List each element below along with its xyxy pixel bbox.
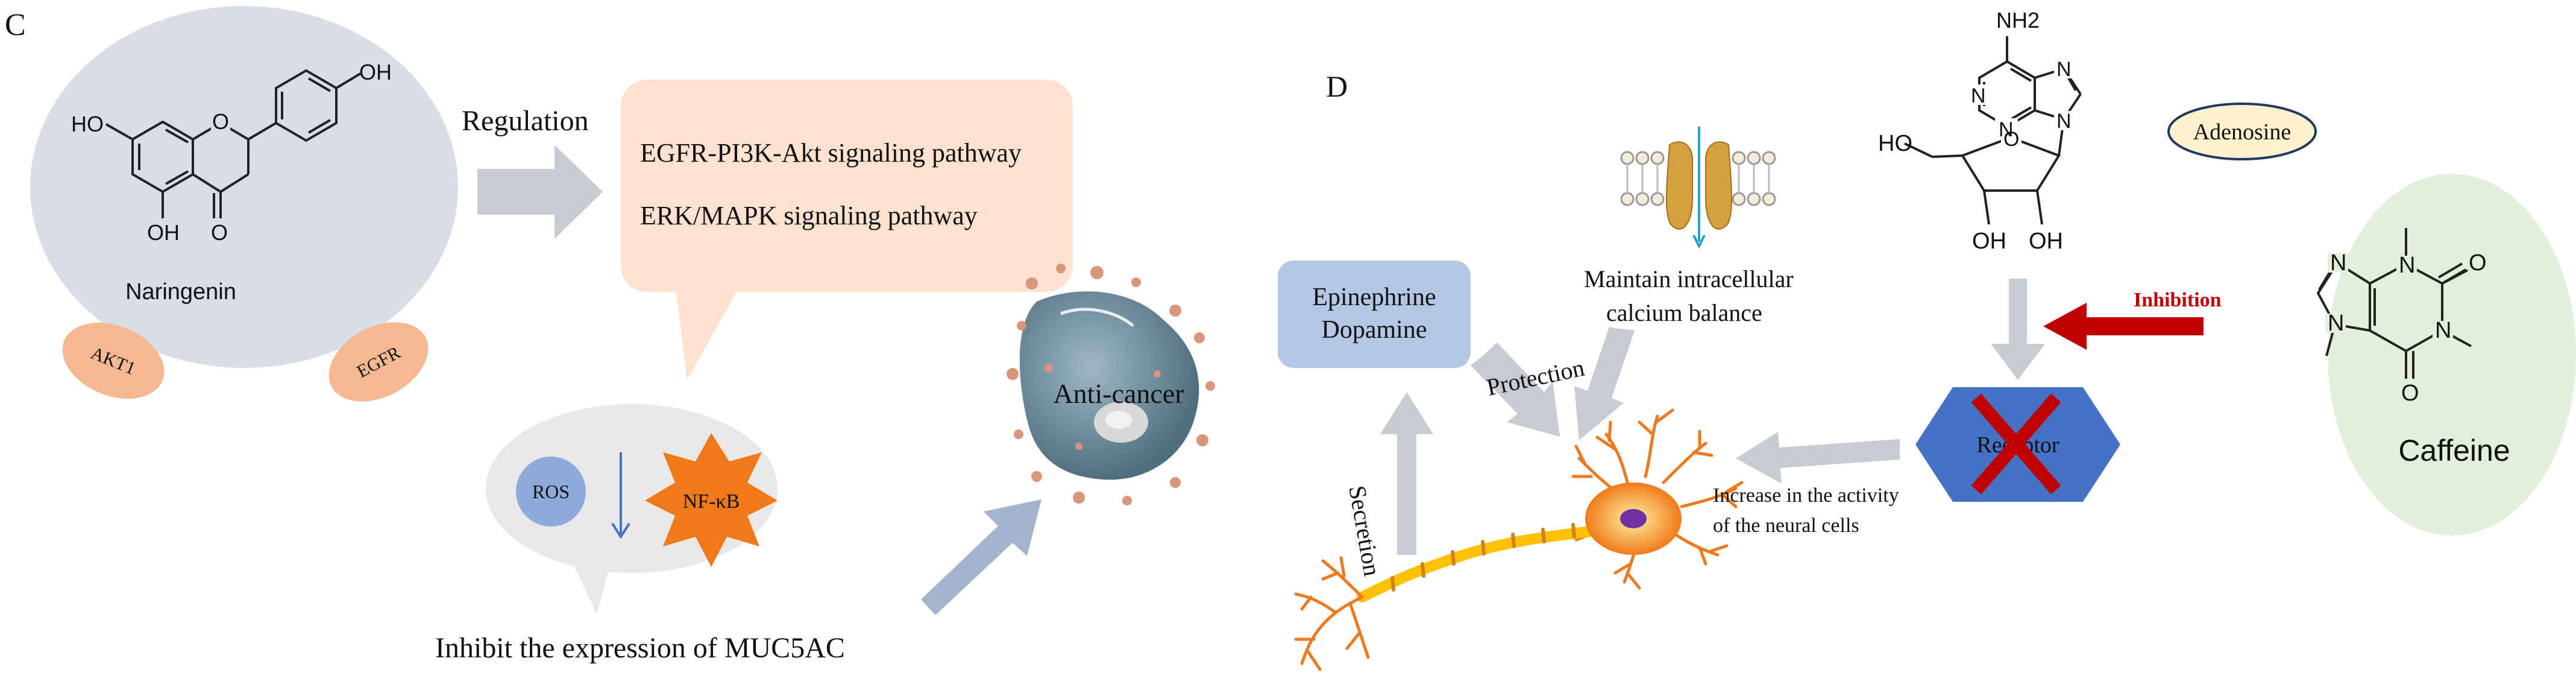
anti-cancer-label: Anti-cancer (1053, 378, 1184, 409)
adenosine-ho: HO (1878, 131, 1912, 156)
inhibit-muc5ac-label: Inhibit the expression of MUC5AC (435, 632, 845, 664)
nfkb-label: NF-κB (683, 490, 740, 513)
adenosine-oh-right: OH (2029, 229, 2063, 254)
adenosine-to-receptor-arrow (1991, 279, 2045, 380)
caffeine-n7: N (2328, 311, 2344, 336)
naringenin-background (30, 6, 458, 368)
akt1-oval (62, 322, 165, 399)
caffeine-mask-n1 (2396, 256, 2417, 275)
caffeine-o-top: O (2469, 250, 2487, 276)
calcium-channel (1620, 127, 1776, 249)
pathway-egfr-pi3k-akt: EGFR-PI3K-Akt signaling pathway (640, 138, 1022, 168)
caffeine-label: Caffeine (2398, 434, 2510, 467)
calcium-line-2: calcium balance (1606, 299, 1762, 326)
neural-activity-line-1: Increase in the activity (1713, 484, 1899, 507)
caffeine-n1: N (2399, 253, 2415, 278)
cancer-cell (1007, 264, 1215, 505)
neuron (1294, 408, 1744, 671)
ros-label: ROS (532, 481, 570, 502)
adenosine-mask-o (2001, 129, 2022, 148)
naringenin-ring-o: O (212, 109, 229, 134)
secretion-label: Secretion (1343, 484, 1386, 578)
adenosine-oval (2167, 103, 2317, 160)
dopamine-label: Dopamine (1322, 316, 1427, 344)
caffeine-background (2328, 174, 2576, 536)
epinephrine-label: Epinephrine (1312, 283, 1436, 311)
caffeine-mask-n9 (2328, 253, 2348, 273)
neural-activity-line-2: of the neural cells (1713, 514, 1859, 537)
adenosine-label: Adenosine (2193, 119, 2292, 145)
protection-arrow-left (1471, 343, 1560, 437)
adenosine-ring-o: O (2003, 128, 2019, 151)
calcium-line-1: Maintain intracellular (1584, 265, 1794, 293)
down-arrow (611, 452, 630, 539)
panel-c-label: C (5, 8, 26, 42)
caffeine-mask-n7 (2325, 314, 2346, 333)
nfkb-star (645, 433, 778, 567)
anti-cancer-arrow (921, 499, 1041, 615)
panel-d-label: D (1326, 69, 1348, 103)
epinephrine-dopamine-box (1278, 261, 1471, 368)
adenosine-n9: N (2056, 110, 2072, 133)
adenosine-oh-left: OH (1972, 229, 2006, 254)
adenosine-mask-n9 (2054, 111, 2075, 130)
ros-circle (516, 457, 586, 527)
inhibition-label: Inhibition (2134, 289, 2222, 311)
naringenin-label: Naringenin (125, 279, 236, 305)
regulation-label: Regulation (462, 105, 589, 137)
pathway-bubble (621, 80, 1073, 380)
caffeine-n9: N (2330, 250, 2346, 276)
adenosine-n7: N (2056, 58, 2072, 81)
adenosine-nh2: NH2 (1996, 8, 2040, 33)
caffeine-mask-n3 (2433, 321, 2453, 340)
caffeine-n3: N (2435, 318, 2451, 343)
adenosine-n3: N (1999, 118, 2014, 141)
adenosine-mask-n1 (1967, 84, 1990, 105)
egfr-oval (328, 322, 429, 402)
neuron-nucleus (1620, 509, 1647, 528)
naringenin-ho-left: HO (71, 112, 104, 136)
pathway-erk-mapk: ERK/MAPK signaling pathway (640, 201, 978, 230)
naringenin-oh-bottom: OH (147, 220, 180, 245)
naringenin-oh-right: OH (359, 60, 392, 84)
adenosine-n1: N (1971, 84, 1986, 107)
blocked-x-icon (1971, 393, 2061, 495)
protection-arrow-right (1574, 327, 1635, 440)
caffeine-o-bottom: O (2401, 381, 2419, 406)
secretion-arrow (1380, 392, 1433, 555)
adenosine-mask-n7 (2054, 59, 2075, 78)
ring-oxygen-mask (211, 112, 230, 133)
receptor-to-neuron-arrow (1736, 432, 1900, 484)
inhibition-arrow (2043, 303, 2204, 350)
regulation-arrow (477, 145, 603, 239)
naringenin-carbonyl-o: O (211, 220, 228, 245)
